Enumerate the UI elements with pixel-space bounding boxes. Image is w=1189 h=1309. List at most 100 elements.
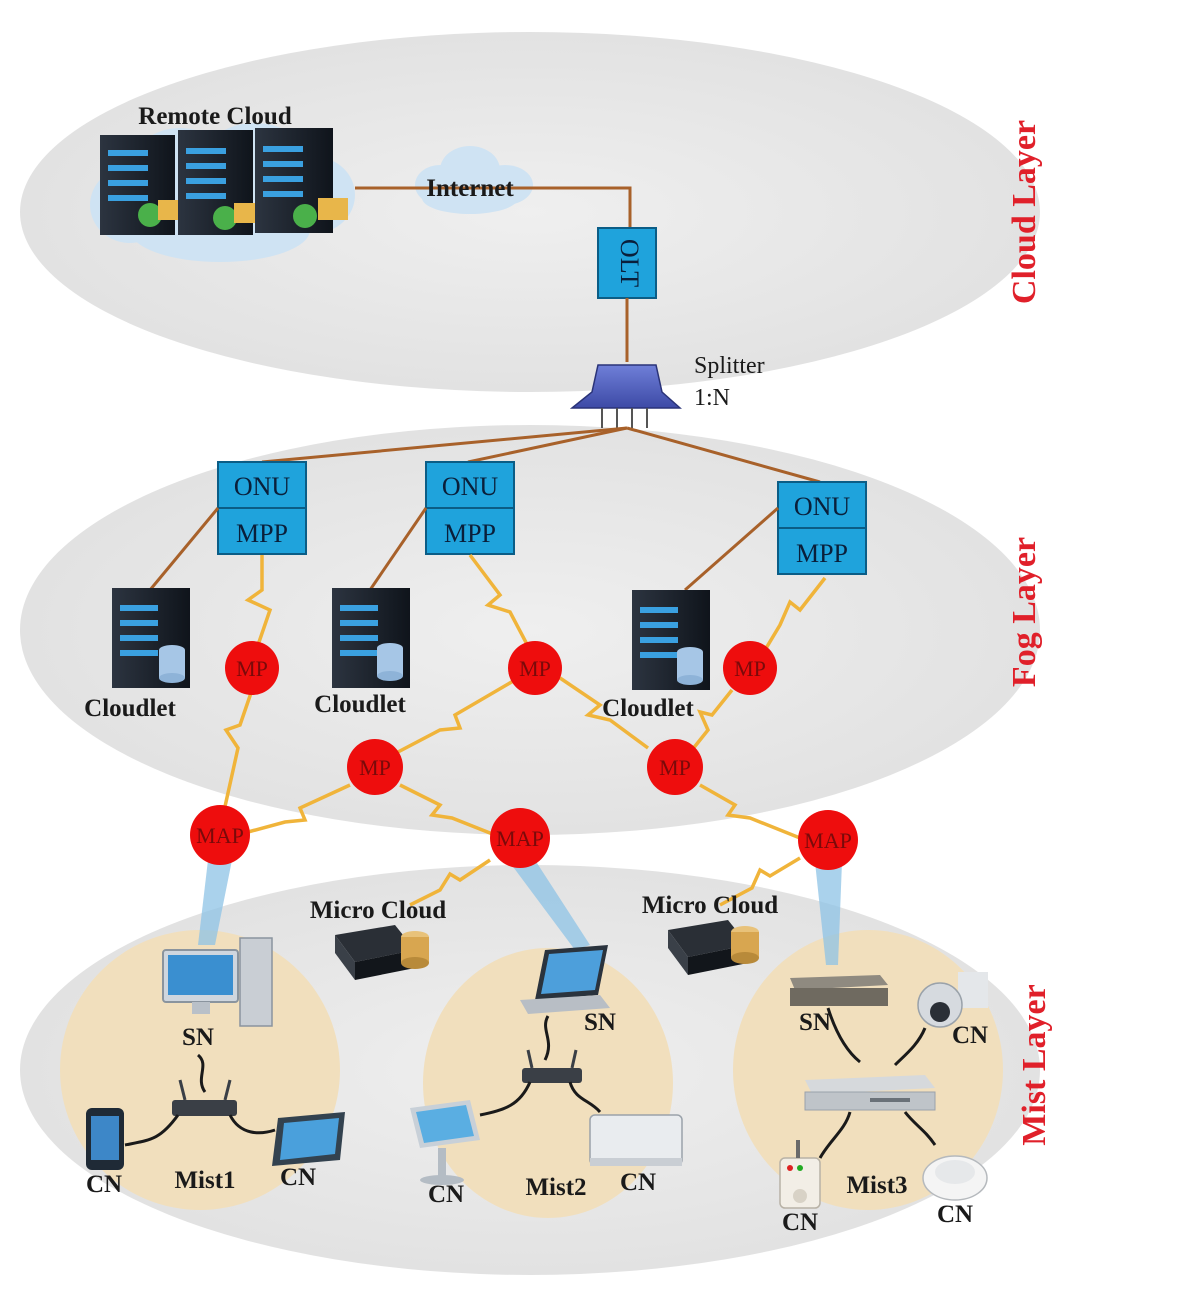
map-label: MAP	[496, 826, 544, 851]
onu-mpp-unit-1: ONU MPP	[217, 461, 307, 555]
mp-label: MP	[359, 755, 391, 780]
cloudlet-label: Cloudlet	[602, 695, 694, 722]
wireless-link	[699, 783, 801, 840]
cn-label: CN	[937, 1201, 973, 1228]
olt-label: OLT	[615, 239, 644, 287]
sn-label: SN	[182, 1024, 214, 1051]
mist-cluster-label: Mist3	[846, 1172, 907, 1199]
mp-label: MP	[236, 656, 268, 681]
onu-label: ONU	[442, 472, 499, 501]
laptop-icon	[520, 945, 610, 1014]
cloudlet-label: Cloudlet	[314, 691, 406, 718]
sn-label: SN	[799, 1009, 831, 1036]
micro-server-icon	[668, 920, 759, 975]
micro-cloud-label: Micro Cloud	[310, 897, 446, 924]
server-rack-icon	[255, 128, 348, 233]
tablet-icon	[272, 1112, 345, 1166]
gateway-device-icon	[804, 1075, 936, 1111]
micro-cloud-label: Micro Cloud	[642, 892, 778, 919]
micro-cloud-1: Micro Cloud	[310, 897, 446, 980]
map-label: MAP	[196, 823, 244, 848]
server-rack-icon	[178, 130, 260, 235]
remote-cloud: Remote Cloud	[90, 103, 355, 262]
onu-mpp-unit-3: ONU MPP	[777, 481, 867, 575]
wire	[196, 1053, 207, 1093]
wireless-link	[244, 555, 273, 646]
map-node-1: MAP	[190, 805, 250, 865]
smoke-detector-icon	[922, 1155, 988, 1201]
wire	[818, 1111, 852, 1159]
wire	[826, 1007, 861, 1064]
cn-label: CN	[86, 1171, 122, 1198]
onu-label: ONU	[234, 472, 291, 501]
cloudlet-server-icon	[632, 590, 710, 690]
wireless-link	[468, 553, 532, 651]
mini-computer-icon	[589, 1114, 683, 1166]
wireless-link	[409, 858, 491, 907]
cloudlet-1: Cloudlet	[84, 588, 190, 722]
splitter-icon	[569, 364, 682, 428]
wireless-link	[247, 783, 351, 834]
map1-coverage-beam	[198, 860, 232, 945]
cloud-layer-title: Cloud Layer	[1006, 120, 1043, 304]
map2-coverage-beam	[508, 860, 590, 950]
onu3-cloudlet-link	[684, 506, 779, 592]
internet-label: Internet	[426, 175, 514, 202]
splitter-onu3-link	[626, 426, 821, 484]
cloudlet-2: Cloudlet	[314, 588, 410, 718]
mist3-cluster: SN CN CN CN Mist3	[779, 972, 988, 1236]
map-label: MAP	[804, 828, 852, 853]
router-icon	[172, 1079, 237, 1116]
mpp-box	[425, 507, 515, 555]
wireless-links	[220, 553, 827, 907]
micro-cloud-2: Micro Cloud	[642, 892, 778, 975]
cn-label: CN	[280, 1164, 316, 1191]
splitter-onu1-link	[261, 426, 628, 464]
mist-cluster-label: Mist1	[174, 1167, 235, 1194]
mpp-label: MPP	[236, 519, 288, 548]
wire	[543, 1015, 551, 1061]
smart-meter-icon	[779, 1140, 821, 1209]
kiosk-terminal-icon	[410, 1100, 480, 1185]
set-top-box-icon	[790, 975, 888, 1006]
onu-box	[425, 461, 515, 509]
wire	[479, 1081, 532, 1117]
map-node-3: MAP	[798, 810, 858, 870]
mpp-label: MPP	[796, 539, 848, 568]
mp-label: MP	[659, 755, 691, 780]
onu-mpp-unit-2: ONU MPP	[425, 461, 515, 555]
mp-node-3: MP	[723, 641, 777, 695]
remote-cloud-label: Remote Cloud	[138, 103, 292, 130]
cn-label: CN	[428, 1181, 464, 1208]
wire	[568, 1081, 602, 1114]
wire	[228, 1114, 276, 1135]
wireless-link	[397, 678, 516, 754]
wireless-link	[719, 856, 801, 907]
wireless-link	[399, 783, 496, 837]
mp-node-1: MP	[225, 641, 279, 695]
cloudlet-server-icon	[112, 588, 190, 688]
mist-cluster-label: Mist2	[525, 1174, 586, 1201]
cn-label: CN	[782, 1209, 818, 1236]
onu1-cloudlet-link	[148, 507, 220, 591]
security-camera-icon	[917, 972, 988, 1028]
splitter-onu2-link	[467, 426, 628, 464]
onu2-cloudlet-link	[368, 507, 428, 591]
splitter-label: Splitter	[694, 353, 765, 379]
wire	[124, 1114, 180, 1147]
sn-label: SN	[584, 1009, 616, 1036]
internet-fiber-link	[355, 186, 632, 228]
mp-label: MP	[734, 656, 766, 681]
mp-label: MP	[519, 656, 551, 681]
desktop-computer-icon	[162, 937, 273, 1027]
internet-cloud-icon	[415, 146, 533, 214]
mpp-box	[777, 527, 867, 575]
onu-label: ONU	[794, 492, 851, 521]
map3-coverage-beam	[815, 862, 842, 965]
splitter-ratio-label: 1:N	[694, 385, 730, 411]
mp-node-2: MP	[508, 641, 562, 695]
phone-icon	[86, 1108, 124, 1170]
wireless-link	[763, 576, 827, 651]
fog-layer-title: Fog Layer	[1006, 537, 1043, 687]
